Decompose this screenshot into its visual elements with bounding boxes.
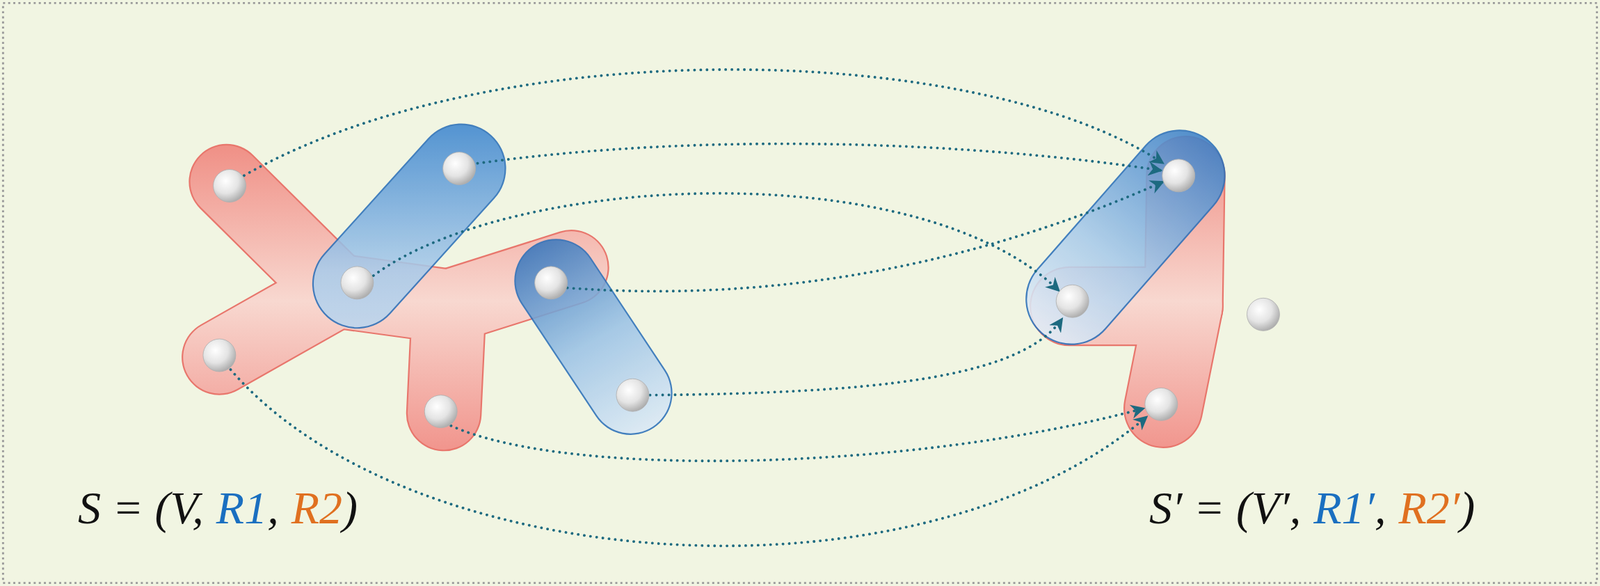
relation-r1-left <box>555 280 631 393</box>
relation-r1-right <box>1071 175 1180 299</box>
formula-text: , <box>1374 481 1387 535</box>
element-dot <box>203 152 1280 428</box>
formula-text: S = (V, <box>77 481 204 535</box>
formula-text: ) <box>1459 481 1475 535</box>
formula-text: , <box>267 481 279 535</box>
formula-text: R2 <box>291 481 343 535</box>
mapping-arrow <box>230 69 1164 546</box>
relation-r2-right <box>1069 175 1186 408</box>
formula-text: S′ = (V′, <box>1149 481 1301 535</box>
structure-formula: S′ = (V′,R1′,R2′) <box>1149 481 1475 535</box>
formula-text: R2′ <box>1398 481 1460 535</box>
formula-text: R1 <box>216 481 268 535</box>
formula-text: R1′ <box>1313 481 1375 535</box>
relation-r1-left <box>356 168 462 284</box>
structure-formula: S = (V,R1,R2) <box>77 481 358 535</box>
formula-text: ) <box>342 481 358 535</box>
